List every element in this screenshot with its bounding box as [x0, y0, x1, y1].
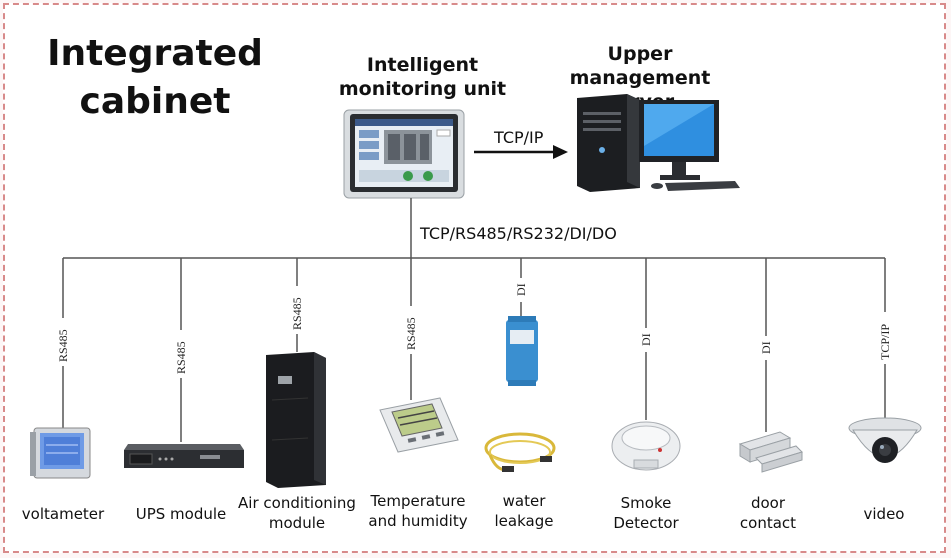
bus-protocol-label: TCP/RS485/RS232/DI/DO — [420, 224, 617, 243]
device-label-smoke-detector: Smoke Detector — [613, 494, 679, 532]
thermometer-icon — [379, 397, 459, 453]
device-label-water-leakage: water leakage — [494, 492, 554, 530]
device-protocol-label: DI — [639, 333, 653, 346]
voltameter-icon — [30, 427, 91, 479]
device-protocol-label: DI — [759, 341, 773, 354]
monitoring-unit-label: Intelligent monitoring unit — [338, 54, 507, 100]
diagram-title: Integrated cabinet — [47, 33, 263, 122]
device-label-video: video — [863, 505, 905, 523]
device-protocol-labels: RS485 RS485 RS485 RS485 DI DI DI TCP/IP — [56, 278, 892, 378]
tcp-ip-link-label: TCP/IP — [494, 128, 544, 147]
device-label-air-conditioning: Air conditioning module — [238, 494, 356, 532]
air-conditioner-icon — [266, 352, 326, 488]
camera-icon — [848, 417, 922, 463]
tcp-ip-arrow — [474, 145, 568, 159]
monitoring-unit-icon — [343, 109, 465, 199]
device-label-temperature-humidity: Temperature and humidity — [368, 492, 468, 530]
device-protocol-label: RS485 — [174, 341, 188, 374]
smoke-detector-icon — [611, 421, 681, 471]
server-computer-icon — [577, 94, 740, 192]
water-leak-sensor-icon — [484, 316, 556, 472]
device-protocol-label: RS485 — [404, 317, 418, 350]
device-protocol-label: RS485 — [290, 297, 304, 330]
device-protocol-label: DI — [514, 283, 528, 296]
device-label-ups: UPS module — [135, 505, 227, 523]
ups-icon — [124, 444, 244, 468]
device-label-door-contact: door contact — [739, 494, 797, 532]
device-protocol-label: RS485 — [56, 329, 70, 362]
device-protocol-label: TCP/IP — [878, 324, 892, 360]
door-contact-icon — [738, 431, 803, 473]
device-label-voltameter: voltameter — [21, 505, 105, 523]
